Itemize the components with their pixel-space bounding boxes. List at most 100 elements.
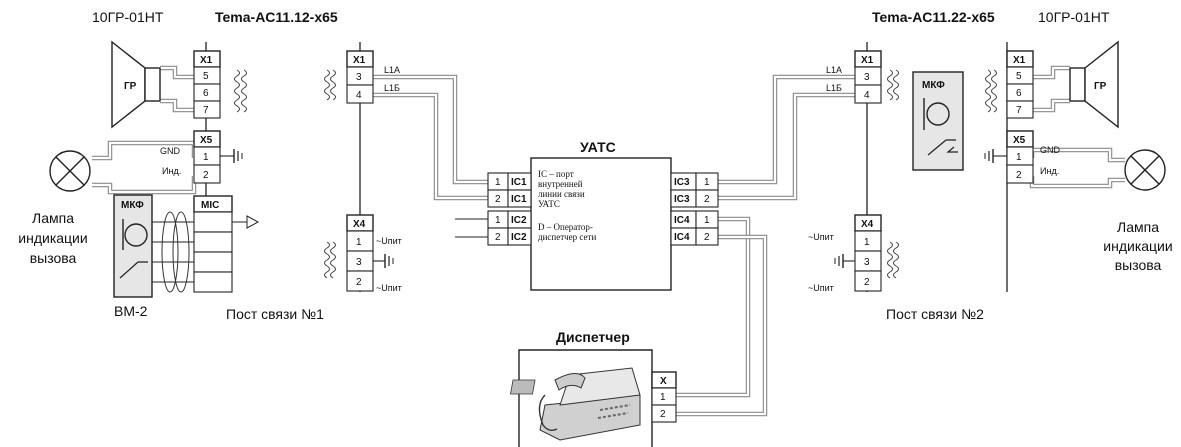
station2-mkf-module (912, 71, 964, 171)
station1-x4-pin-2: 2 (356, 277, 362, 288)
uats-right-port-4: IC4 (674, 232, 690, 243)
line-station2-to-uats (718, 74, 855, 201)
station2-x1-right-pin-7: 7 (1016, 105, 1022, 116)
lamp-left-line-3: вызова (30, 250, 77, 266)
station2-transformer-3 (887, 241, 893, 279)
station2-mic-icon (926, 102, 950, 126)
station1-x1-left-pin-6: 6 (203, 88, 209, 99)
uats-right-pin-3: 1 (704, 215, 710, 226)
station2-model: Tema-AC11.22-x65 (872, 9, 995, 25)
uats-note-d-1: D – Оператор- (538, 222, 593, 232)
station1-transformer-2 (324, 69, 330, 101)
station1-x5-pin-1: 1 (203, 152, 209, 163)
station2-l1b: L1Б (826, 83, 842, 93)
station2-x1-right-name: X1 (1013, 55, 1026, 66)
lamp-right-line-3: вызова (1115, 257, 1162, 273)
speaker-left-model: 10ГР-01НТ (92, 9, 164, 25)
station1-x5-gnd: GND (160, 146, 181, 156)
uats: УАТС 1 IC1 2 IC1 1 IC2 2 IC2 IC3 1 IC3 2… (487, 139, 719, 291)
station2-switch-icon (927, 139, 958, 156)
station1-x4-name: X4 (353, 219, 366, 230)
lamp-left-line-1: Лампа (32, 210, 74, 226)
bm2-microphone: МКФ ВМ-2 (113, 194, 194, 319)
station1-x4-pin-3: 3 (356, 257, 362, 268)
station2-x4-pin-1: 1 (864, 237, 870, 248)
uats-title: УАТС (580, 139, 616, 155)
station2-x4-pin-2: 2 (864, 277, 870, 288)
uats-right-pin-1: 1 (704, 177, 710, 188)
station2-x4-pin-3: 3 (864, 257, 870, 268)
uats-left-port-1: IC1 (511, 177, 527, 188)
speaker-left-wires (160, 65, 194, 113)
dispatcher-x-name: X (660, 376, 667, 387)
station1-x5-name: X5 (200, 135, 213, 146)
line-uats-to-dispatcher (676, 216, 768, 417)
speaker-right-label: ГР (1094, 81, 1107, 92)
station2-x4-upit-1: ~Uпит (808, 232, 834, 242)
ground-icon (220, 149, 243, 163)
station1-model: Tema-AC11.12-x65 (215, 9, 338, 25)
station1-x5-ind: Инд. (162, 166, 181, 176)
ground-icon (834, 254, 855, 268)
station2-x4-name: X4 (861, 219, 874, 230)
dispatcher-title: Диспетчер (556, 329, 630, 345)
speaker-left-magnet (144, 67, 161, 102)
uats-left-pin-4: 2 (495, 232, 501, 243)
station1-x1-left-pin-7: 7 (203, 105, 209, 116)
station1-x1-left-name: X1 (200, 55, 213, 66)
uats-right-port-1: IC3 (674, 177, 690, 188)
station1-l1b: L1Б (384, 83, 400, 93)
dispatcher-x-pin-1: 1 (660, 392, 666, 403)
uats-note-ic-4: УАТС (538, 199, 560, 209)
lamp-right: Лампа индикации вызова (1103, 149, 1173, 273)
uats-left-port-2: IC1 (511, 194, 527, 205)
speaker-left-label: ГР (124, 81, 137, 92)
telephone-icon (510, 367, 641, 441)
bm2-label: МКФ (121, 200, 144, 211)
station2-x5-pin-2: 2 (1016, 170, 1022, 181)
uats-left-port-4: IC2 (511, 232, 527, 243)
speaker-right-wires (1032, 65, 1070, 113)
line-station1-to-uats (373, 74, 488, 201)
bm2-caption: ВМ-2 (114, 303, 148, 319)
station1-x4-upit-1: ~Uпит (376, 236, 402, 246)
bm2-mic-icon (124, 223, 148, 247)
speaker-right-cone (1084, 40, 1119, 129)
station2-transformer-2 (985, 69, 991, 113)
station2-l1a: L1A (826, 65, 842, 75)
station2-x5-ind: Инд. (1040, 166, 1059, 176)
uats-left-pin-1: 1 (495, 177, 501, 188)
dispatcher-x-pin-2: 2 (660, 409, 666, 420)
station1-x4-pin-1: 1 (356, 237, 362, 248)
station2-x1-right-pin-6: 6 (1016, 88, 1022, 99)
uats-note-ic-3: линии связи (538, 189, 585, 199)
station1-caption: Пост связи №1 (226, 306, 324, 322)
station1-l1a: L1A (384, 65, 400, 75)
uats-body (530, 157, 672, 291)
speaker-left: 10ГР-01НТ ГР (92, 9, 164, 129)
station2-x5-name: X5 (1013, 135, 1026, 146)
station1-x1-right-pin-3: 3 (356, 72, 362, 83)
speaker-right-model: 10ГР-01НТ (1038, 9, 1110, 25)
station2-mkf-label: МКФ (922, 80, 945, 91)
ground-icon (984, 149, 1007, 163)
lamp-right-line-2: индикации (1103, 238, 1172, 254)
station2-x4-upit-2: ~Uпит (808, 283, 834, 293)
uats-note-ic-2: внутренней (538, 179, 583, 189)
station1-x4-upit-2: ~Uпит (376, 283, 402, 293)
station2-caption: Пост связи №2 (886, 306, 984, 322)
station2-x5-pin-1: 1 (1016, 152, 1022, 163)
speaker-right-magnet (1069, 67, 1086, 102)
station2-x1-right-pin-5: 5 (1016, 71, 1022, 82)
station1-transformer-1 (234, 69, 240, 113)
uats-note-d-2: диспетчер сети (538, 232, 596, 242)
lamp-left: Лампа индикации вызова (18, 150, 91, 266)
uats-right-pin-4: 2 (704, 232, 710, 243)
station2-x5-gnd: GND (1040, 145, 1061, 155)
station1-x1-right-pin-4: 4 (356, 90, 362, 101)
uats-right-port-3: IC4 (674, 215, 690, 226)
station1-mic-name: MIC (201, 200, 219, 211)
uats-right-port-2: IC3 (674, 194, 690, 205)
